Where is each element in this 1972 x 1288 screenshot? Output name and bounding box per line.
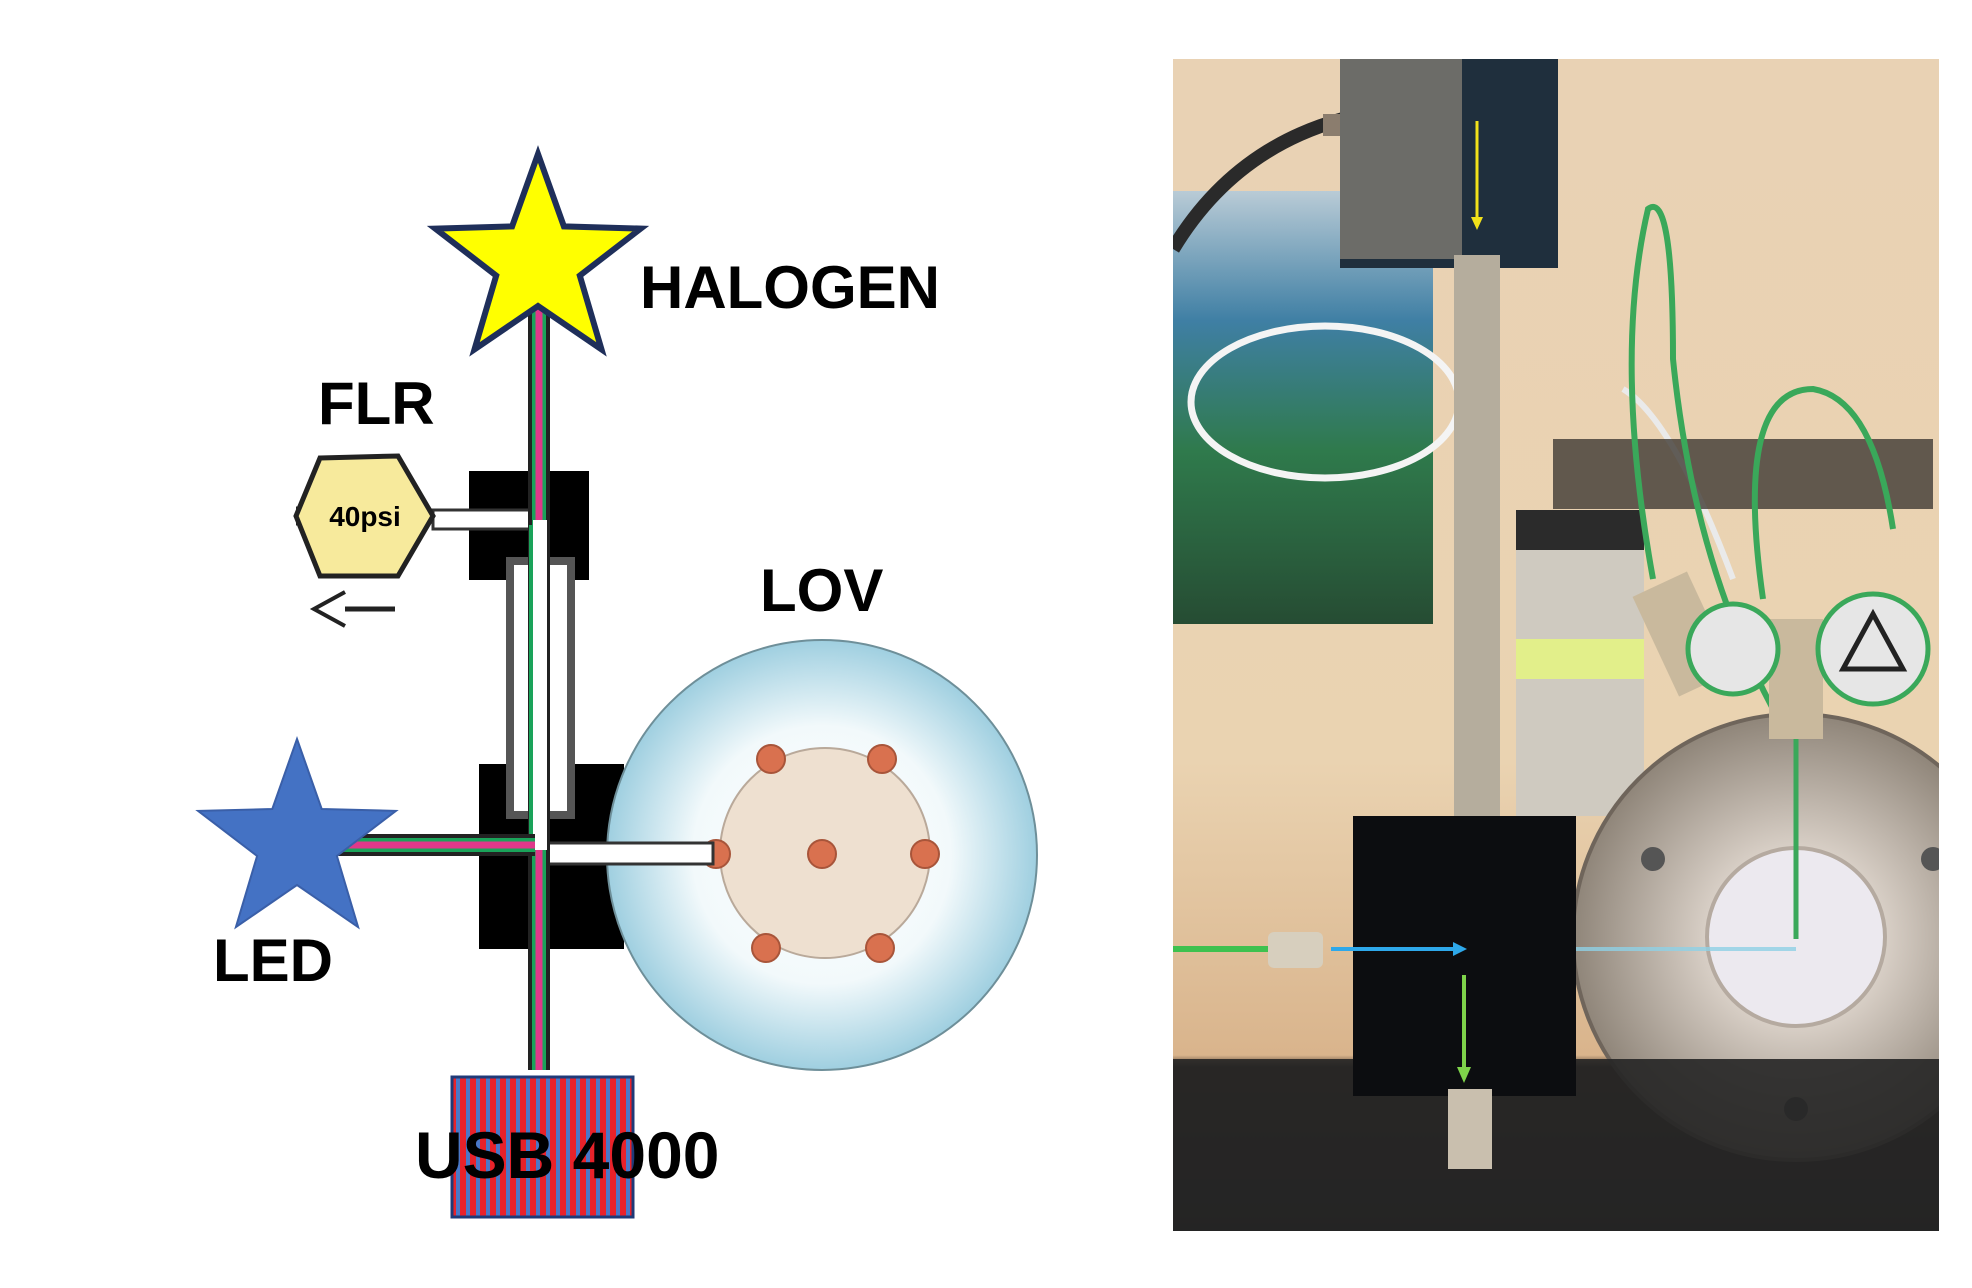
instrument-photo [1173, 59, 1939, 1231]
pressure-label: 40psi [329, 501, 401, 532]
green-down-arrow-icon [1457, 975, 1471, 1083]
lov-port-dot [751, 933, 781, 963]
lov-port-dot [867, 744, 897, 774]
led-label: LED [213, 927, 333, 994]
usb4000-label: USB 4000 [415, 1118, 720, 1192]
lov-port-dot [910, 839, 940, 869]
flr-pressure-hexagon-icon [293, 453, 436, 579]
flr-tube [431, 508, 537, 531]
vertical-fiber [528, 300, 550, 1070]
lov-port-dot [807, 839, 837, 869]
lov-tube [539, 841, 715, 866]
halogen-label: HALOGEN [640, 254, 940, 321]
lov-label: LOV [760, 557, 883, 624]
fiber-rod [1454, 255, 1500, 816]
blue-right-arrow-icon [1331, 942, 1796, 956]
halogen-lamp-star-icon [426, 145, 650, 357]
flow-arrow-left-icon [309, 590, 395, 628]
lov-port-dot [756, 744, 786, 774]
flr-label: FLR [318, 370, 435, 437]
led-star-icon [195, 735, 399, 930]
lov-port-dot [865, 933, 895, 963]
yellow-down-arrow-icon [1471, 121, 1483, 230]
usb4000-spectrometer [450, 1075, 635, 1219]
